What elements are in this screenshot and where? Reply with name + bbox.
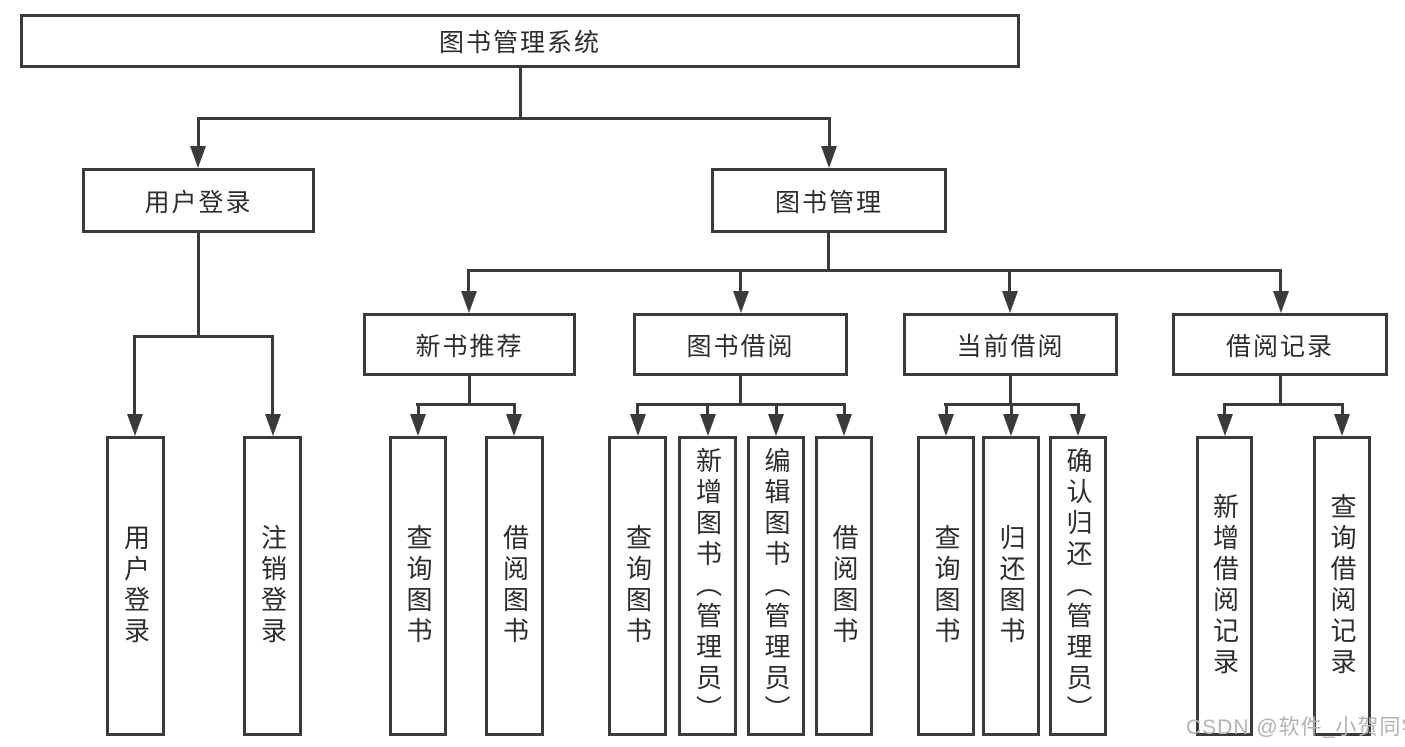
connector-line	[416, 403, 516, 406]
connector-line	[636, 403, 639, 415]
connector-line	[1223, 403, 1226, 415]
arrow-down-icon	[461, 291, 477, 313]
connector-line	[417, 403, 420, 415]
arrow-down-icon	[768, 414, 784, 436]
node-label: 借阅记录	[1225, 332, 1334, 361]
leaf-label: 用户登录	[120, 524, 151, 648]
connector-line	[1223, 403, 1343, 406]
node-book-borrowing: 图书借阅	[633, 313, 848, 376]
connector-line	[271, 335, 274, 415]
node-label: 新书推荐	[415, 332, 524, 361]
connector-line	[1008, 269, 1011, 292]
connector-line	[636, 403, 845, 406]
arrow-down-icon	[733, 291, 749, 313]
leaf-query-books: 查询图书	[917, 436, 975, 736]
arrow-down-icon	[1002, 291, 1018, 313]
leaf-label: 借阅图书	[499, 524, 530, 648]
arrow-down-icon	[410, 414, 426, 436]
connector-line	[1077, 403, 1080, 415]
leaf-label: 新增借阅记录	[1209, 493, 1240, 679]
watermark-text: CSDN @软件_小贺同学	[1186, 716, 1405, 739]
node-new-book-recommendation: 新书推荐	[363, 313, 576, 376]
connector-line	[133, 335, 136, 415]
leaf-user-login: 用户登录	[106, 436, 165, 736]
node-book-management: 图书管理	[711, 168, 947, 233]
connector-line	[843, 403, 846, 415]
node-label: 图书管理	[774, 188, 883, 217]
connector-line	[739, 374, 742, 406]
arrow-down-icon	[1217, 414, 1233, 436]
connector-line	[197, 117, 200, 148]
connector-line	[133, 335, 274, 338]
connector-line	[1010, 403, 1013, 415]
arrow-down-icon	[836, 414, 852, 436]
connector-line	[1279, 269, 1282, 292]
connector-line	[519, 66, 522, 119]
leaf-logout: 注销登录	[243, 436, 302, 736]
leaf-borrow-books: 借阅图书	[485, 436, 544, 736]
node-library-management-system: 图书管理系统	[20, 14, 1020, 68]
leaf-label: 借阅图书	[829, 524, 859, 648]
arrow-down-icon	[506, 414, 522, 436]
node-label: 图书管理系统	[438, 29, 601, 57]
arrow-down-icon	[821, 146, 837, 168]
leaf-label: 归还图书	[996, 524, 1026, 648]
connector-line	[827, 231, 830, 271]
arrow-down-icon	[1334, 414, 1350, 436]
connector-line	[468, 374, 471, 406]
node-current-borrowing: 当前借阅	[903, 313, 1118, 376]
leaf-label: 确认归还（管理员）	[1063, 446, 1093, 726]
connector-line	[706, 403, 709, 415]
connector-line	[467, 269, 470, 292]
node-label: 当前借阅	[956, 332, 1065, 361]
connector-line	[197, 117, 831, 120]
arrow-down-icon	[630, 414, 646, 436]
arrow-down-icon	[700, 414, 716, 436]
connector-line	[1341, 403, 1344, 415]
leaf-label: 查询图书	[622, 524, 653, 648]
leaf-query-books: 查询图书	[608, 436, 667, 736]
leaf-label: 注销登录	[257, 524, 288, 648]
arrow-down-icon	[127, 414, 143, 436]
leaf-query-books: 查询图书	[389, 436, 447, 736]
leaf-return-books: 归还图书	[982, 436, 1040, 736]
leaf-confirm-return-admin: 确认归还（管理员）	[1049, 436, 1107, 736]
connector-line	[1279, 374, 1282, 406]
arrow-down-icon	[938, 414, 954, 436]
leaf-label: 新增图书（管理员）	[692, 446, 723, 726]
connector-line	[739, 269, 742, 292]
connector-line	[945, 403, 948, 415]
connector-line	[197, 231, 200, 337]
connector-line	[513, 403, 516, 415]
connector-line	[1009, 374, 1012, 406]
connector-line	[467, 269, 1282, 272]
node-label: 用户登录	[144, 188, 253, 217]
arrow-down-icon	[1003, 414, 1019, 436]
arrow-down-icon	[1070, 414, 1086, 436]
leaf-borrow-books: 借阅图书	[815, 436, 873, 736]
node-user-login: 用户登录	[82, 168, 315, 233]
leaf-add-books-admin: 新增图书（管理员）	[678, 436, 737, 736]
node-borrowing-records: 借阅记录	[1172, 313, 1388, 376]
leaf-query-borrow-record: 查询借阅记录	[1313, 436, 1371, 736]
connector-line	[828, 117, 831, 148]
connector-line	[775, 403, 778, 415]
leaf-label: 查询图书	[931, 524, 961, 648]
arrow-down-icon	[265, 414, 281, 436]
node-label: 图书借阅	[686, 332, 795, 361]
leaf-label: 编辑图书（管理员）	[761, 446, 791, 726]
arrow-down-icon	[190, 146, 206, 168]
leaf-label: 查询图书	[403, 524, 433, 648]
arrow-down-icon	[1273, 291, 1289, 313]
leaf-add-borrow-record: 新增借阅记录	[1196, 436, 1253, 736]
leaf-label: 查询借阅记录	[1327, 493, 1357, 679]
leaf-edit-books-admin: 编辑图书（管理员）	[747, 436, 805, 736]
